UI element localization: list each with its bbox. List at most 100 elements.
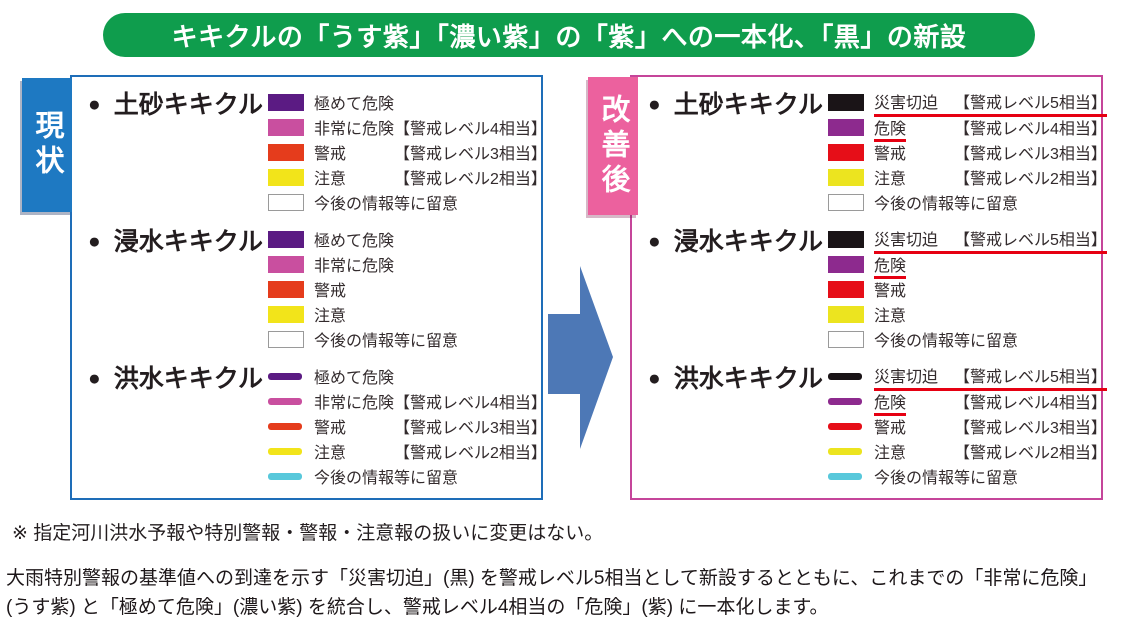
legend-row: 注意【警戒レベル2相当】 xyxy=(828,439,1107,464)
legend-texts: 災害切迫【警戒レベル5相当】 xyxy=(874,363,1107,391)
legend-label-text: 今後の情報等に留意 xyxy=(874,470,1019,487)
legend-label-text: 非常に危険 xyxy=(314,258,395,275)
section-title: ●洪水キキクル xyxy=(632,364,828,489)
legend-box-swatch xyxy=(828,331,864,348)
legend-box-swatch xyxy=(268,144,304,161)
legend-label: 災害切迫 xyxy=(874,226,954,250)
legend-row: 注意【警戒レベル2相当】 xyxy=(828,165,1107,190)
legend-texts: 警戒【警戒レベル3相当】 xyxy=(314,414,547,439)
legend-level: 【警戒レベル5相当】 xyxy=(954,368,1107,386)
legend-label: 警戒 xyxy=(314,140,394,164)
legend-row: 災害切迫【警戒レベル5相当】 xyxy=(828,89,1107,117)
legend-level: 【警戒レベル2相当】 xyxy=(954,171,1107,188)
legend-label: 危険 xyxy=(874,389,954,416)
legend-label: 災害切迫 xyxy=(874,89,954,113)
kikikuru-section: ●土砂キキクル 極めて危険非常に危険【警戒レベル4相当】警戒 【警戒レベル3相当】注… xyxy=(72,90,547,215)
legend-box-swatch xyxy=(828,119,864,136)
legend-texts: 注意 【警戒レベル2相当】 xyxy=(314,165,547,190)
legend-level: 【警戒レベル5相当】 xyxy=(954,94,1107,112)
legend-label: 非常に危険 xyxy=(314,115,394,139)
legend-texts: 極めて危険 xyxy=(314,364,394,389)
legend-row: 災害切迫【警戒レベル5相当】 xyxy=(828,226,1107,254)
legend-label: 今後の情報等に留意 xyxy=(874,464,1018,488)
legend-label: 警戒 xyxy=(874,277,954,301)
legend-line-swatch xyxy=(268,448,302,455)
section-title-label: 浸水キキクル xyxy=(673,228,823,256)
legend-label-text: 注意 xyxy=(874,308,907,325)
legend-level: 【警戒レベル2相当】 xyxy=(394,445,547,462)
legend-label-text: 警戒 xyxy=(314,146,347,163)
legend-box-swatch xyxy=(828,94,864,111)
bullet-icon: ● xyxy=(648,93,661,116)
legend-row: 危険 xyxy=(828,252,1107,279)
legend-label: 注意 xyxy=(874,302,954,326)
legend-row: 今後の情報等に留意 xyxy=(828,327,1107,352)
legend-line-swatch xyxy=(828,373,862,380)
legend-texts: 災害切迫【警戒レベル5相当】 xyxy=(874,89,1107,117)
legend-row: 非常に危険【警戒レベル4相当】 xyxy=(268,389,547,414)
legend-level: 【警戒レベル3相当】 xyxy=(954,420,1107,437)
legend-row: 今後の情報等に留意 xyxy=(268,327,541,352)
legend-box-swatch xyxy=(828,231,864,248)
legend-texts: 警戒 【警戒レベル3相当】 xyxy=(314,140,547,165)
legend: 極めて危険非常に危険【警戒レベル4相当】警戒【警戒レベル3相当】注意【警戒レベル… xyxy=(268,364,547,489)
legend-label-text: 今後の情報等に留意 xyxy=(314,196,459,213)
panel-improved-state: 改善後 ●土砂キキクル災害切迫【警戒レベル5相当】危険【警戒レベル4相当】警戒【… xyxy=(588,75,1107,500)
legend-texts: 危険【警戒レベル4相当】 xyxy=(874,115,1107,142)
legend-level: 【警戒レベル3相当】 xyxy=(394,420,547,437)
legend-label: 注意 xyxy=(874,439,954,463)
legend-texts: 非常に危険 xyxy=(314,252,394,277)
legend-level: 【警戒レベル4相当】 xyxy=(394,395,547,412)
section-title: ●土砂キキクル xyxy=(72,90,268,215)
legend: 極めて危険非常に危険警戒注意今後の情報等に留意 xyxy=(268,227,541,352)
panel-current-sections: ●土砂キキクル極めて危険非常に危険【警戒レベル4相当】警戒【警戒レベル3相当】注… xyxy=(72,77,547,489)
bullet-icon: ● xyxy=(88,93,101,116)
legend-row: 災害切迫【警戒レベル5相当】 xyxy=(828,363,1107,391)
section-title: ●洪水キキクル xyxy=(72,364,268,489)
legend-row: 注意 xyxy=(268,302,541,327)
legend-level: 【警戒レベル3相当】 xyxy=(394,146,547,163)
legend-label: 警戒 xyxy=(874,414,954,438)
legend-label: 今後の情報等に留意 xyxy=(314,190,458,214)
legend-label: 危険 xyxy=(874,252,954,279)
legend-row: 今後の情報等に留意 xyxy=(268,190,547,215)
page-title: キキクルの「うす紫」「濃い紫」の「紫」への一本化、「黒」の新設 xyxy=(103,13,1035,57)
legend-label-text: 災害切迫 xyxy=(874,231,939,249)
legend-box-swatch xyxy=(828,256,864,273)
section-title-label: 浸水キキクル xyxy=(113,228,263,256)
legend-label-text: 極めて危険 xyxy=(314,233,395,250)
bullet-icon: ● xyxy=(648,230,661,253)
legend-texts: 危険 xyxy=(874,252,954,279)
legend-level: 【警戒レベル2相当】 xyxy=(394,171,547,188)
legend-label: 非常に危険 xyxy=(314,389,394,413)
legend-texts: 警戒 【警戒レベル3相当】 xyxy=(874,414,1107,439)
legend-label-text: 今後の情報等に留意 xyxy=(314,333,459,350)
legend-label-text: 注意 xyxy=(874,445,907,462)
legend-label-text: 警戒 xyxy=(874,420,907,437)
legend-texts: 警戒【警戒レベル3相当】 xyxy=(874,140,1107,165)
legend-box-swatch xyxy=(268,169,304,186)
legend-label: 極めて危険 xyxy=(314,90,394,114)
section-title-label: 土砂キキクル xyxy=(673,91,823,119)
description-line: (うす紫) と「極めて危険」(濃い紫) を統合し、警戒レベル4相当の「危険」(紫… xyxy=(6,597,829,618)
legend-box-swatch xyxy=(268,94,304,111)
section-title-label: 洪水キキクル xyxy=(673,365,823,393)
legend-label: 今後の情報等に留意 xyxy=(874,190,1018,214)
legend-level: 【警戒レベル4相当】 xyxy=(954,395,1107,412)
legend-row: 注意 【警戒レベル2相当】 xyxy=(268,165,547,190)
legend-texts: 注意【警戒レベル2相当】 xyxy=(874,165,1107,190)
legend-label: 今後の情報等に留意 xyxy=(314,464,458,488)
legend-label-text: 極めて危険 xyxy=(314,96,395,113)
legend-row: 非常に危険【警戒レベル4相当】 xyxy=(268,115,547,140)
legend-label-text: 注意 xyxy=(314,171,347,188)
legend-box-swatch xyxy=(268,331,304,348)
legend-label-text: 非常に危険 xyxy=(314,395,395,412)
legend-level: 【警戒レベル3相当】 xyxy=(954,146,1107,163)
panel-current-state: 現状 ●土砂キキクル極めて危険非常に危険【警戒レベル4相当】警戒【警戒レベル3相… xyxy=(22,75,547,500)
legend-row: 危険【警戒レベル4相当】 xyxy=(828,389,1107,416)
legend-texts: 今後の情報等に留意 xyxy=(314,327,458,352)
legend-label-text: 警戒 xyxy=(314,283,347,300)
legend-texts: 今後の情報等に留意 xyxy=(874,327,1018,352)
kikikuru-section: ●洪水キキクル極めて危険非常に危険【警戒レベル4相当】警戒【警戒レベル3相当】注… xyxy=(72,364,547,489)
legend-line-swatch xyxy=(268,398,302,405)
